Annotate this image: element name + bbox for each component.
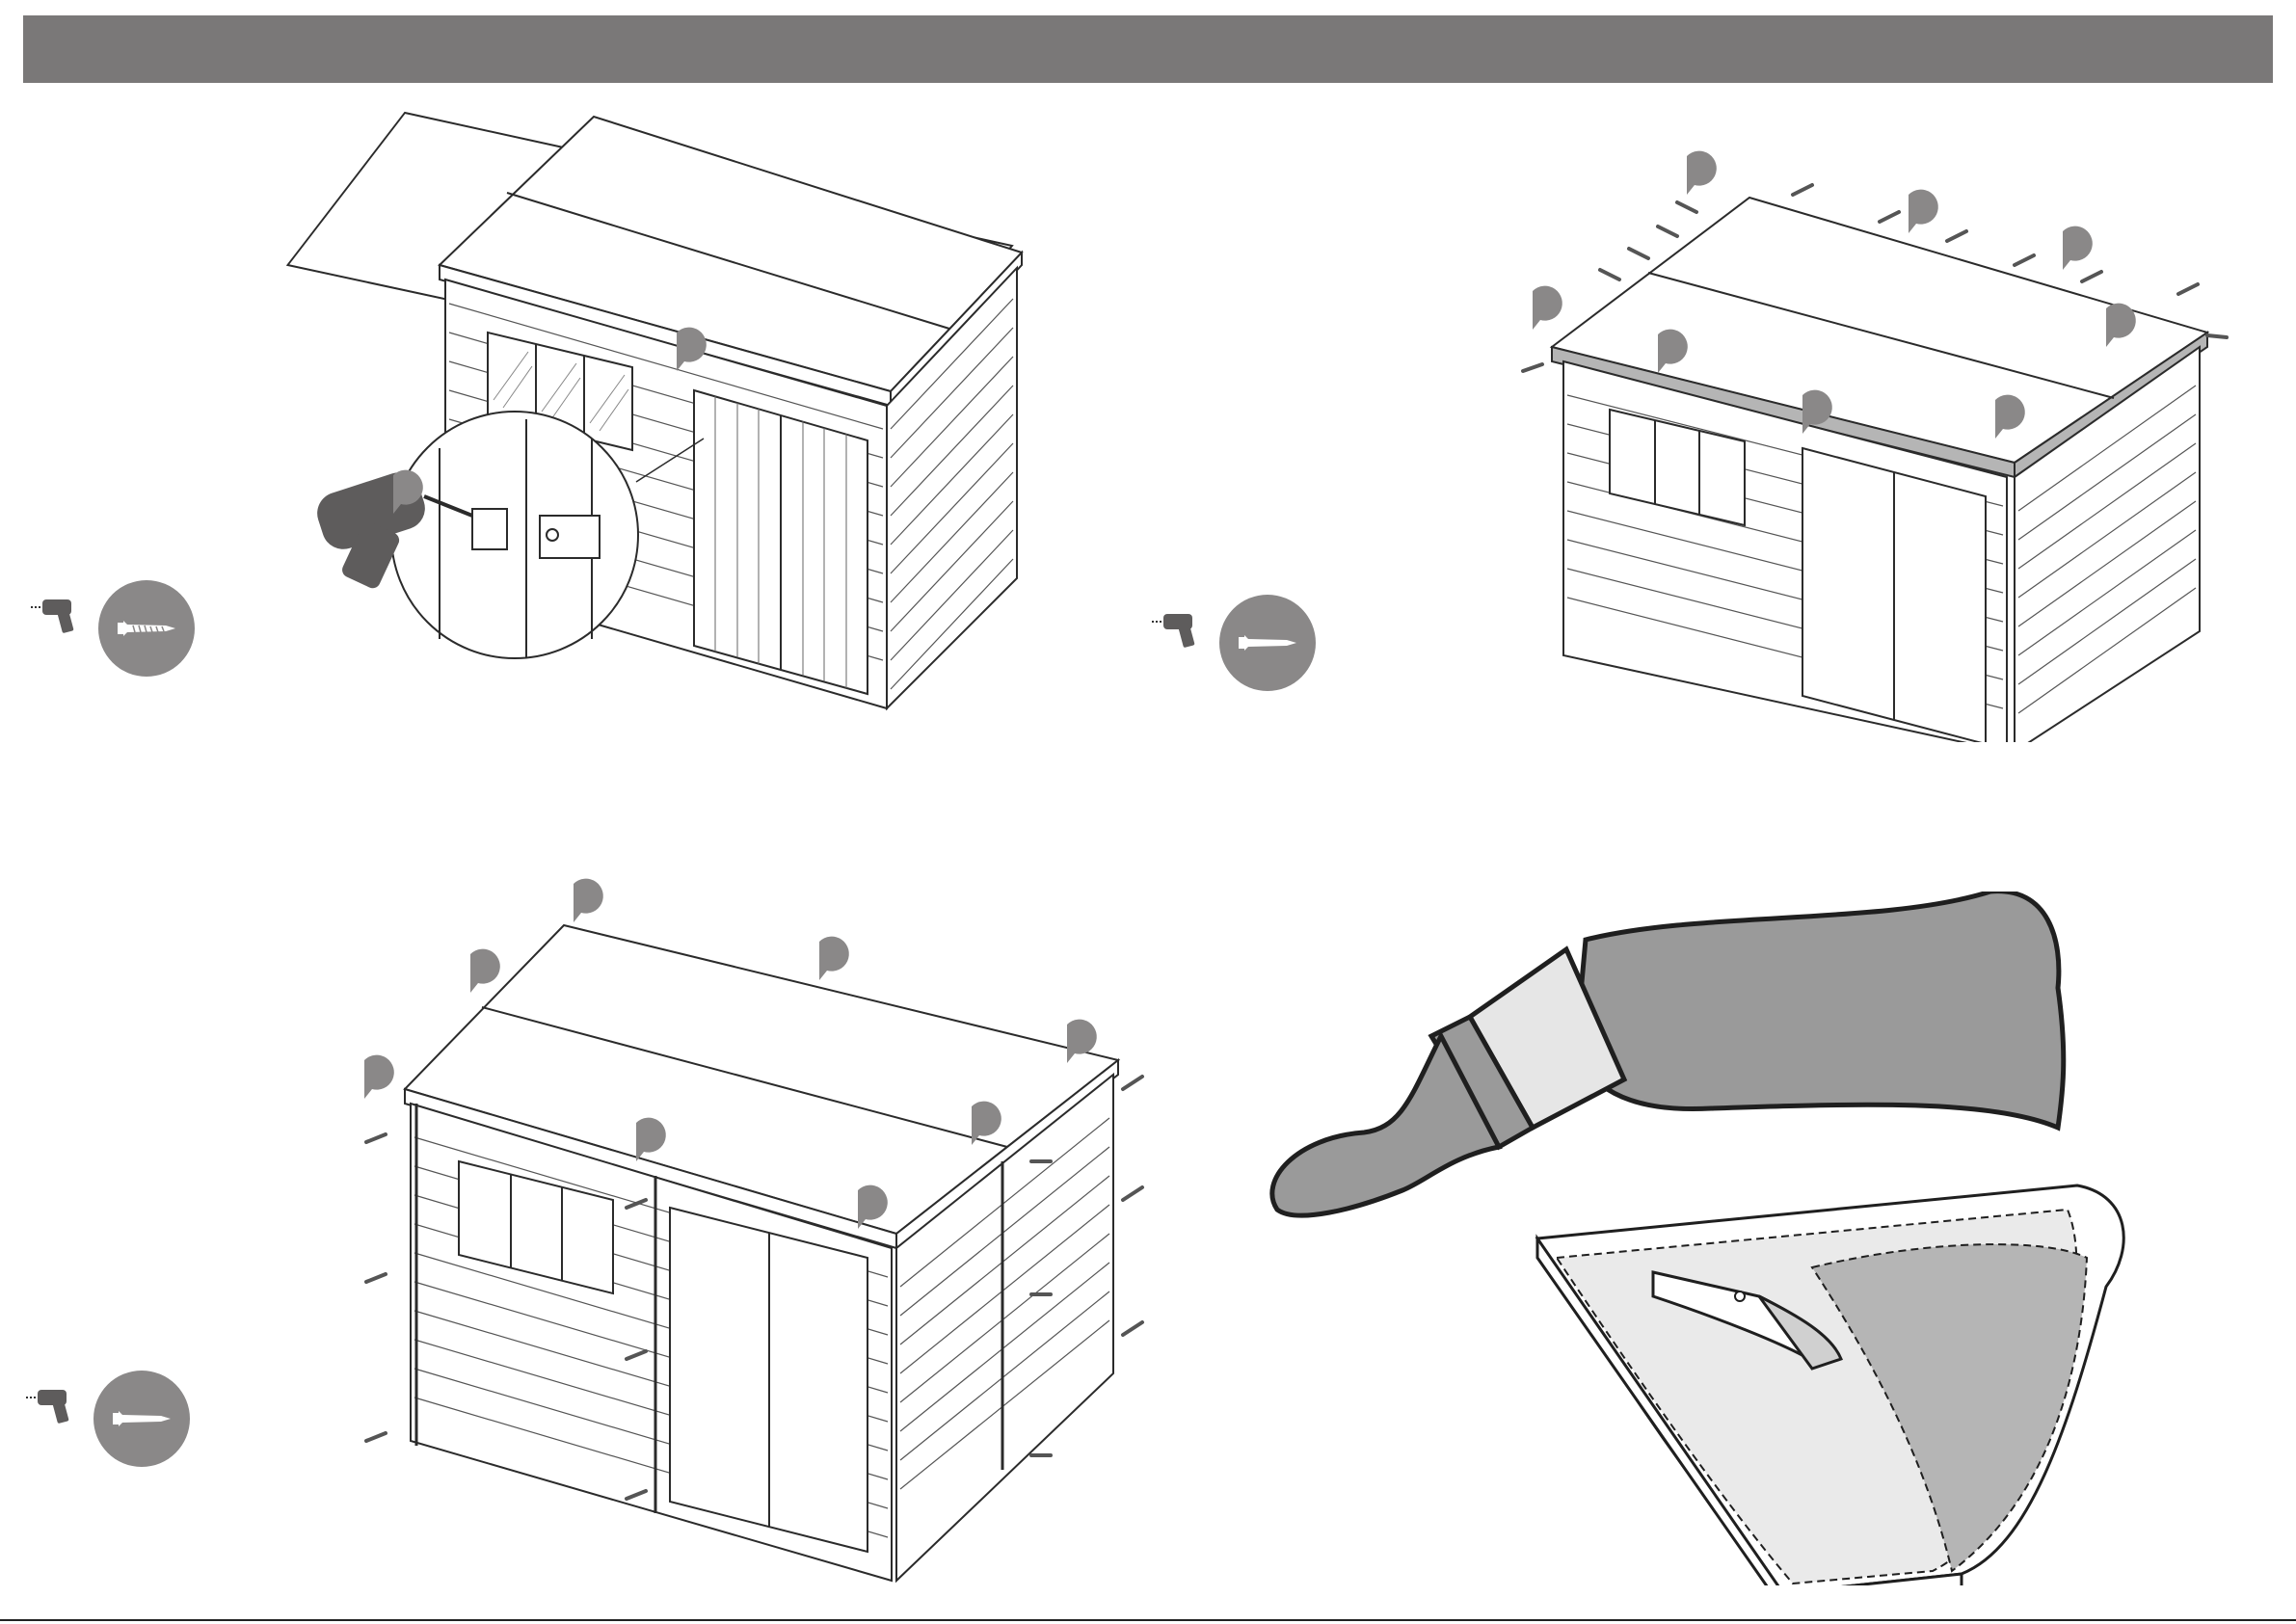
bottom-rule bbox=[0, 1619, 2296, 1621]
marker bbox=[1909, 190, 1938, 233]
marker bbox=[2063, 226, 2093, 270]
step2-shed-illustration bbox=[1513, 145, 2246, 742]
drill-icon bbox=[1150, 602, 1217, 660]
marker bbox=[1687, 151, 1717, 195]
step2-tools bbox=[1150, 593, 1343, 708]
door bbox=[694, 390, 868, 694]
drill-icon bbox=[29, 588, 96, 646]
paint-brush-icon bbox=[1272, 892, 2064, 1215]
header-bar bbox=[23, 15, 2273, 83]
marker bbox=[1533, 286, 1562, 330]
step1-tools bbox=[29, 578, 222, 694]
step4-treatment-illustration bbox=[1258, 892, 2154, 1585]
marker bbox=[470, 949, 500, 993]
drill-icon bbox=[24, 1378, 92, 1436]
door bbox=[1802, 448, 1986, 742]
step3-shed-illustration bbox=[357, 872, 1157, 1585]
marker bbox=[364, 1055, 394, 1099]
screw-icon bbox=[96, 578, 197, 679]
marker bbox=[574, 879, 603, 922]
door bbox=[670, 1208, 868, 1552]
detail-callout-circle bbox=[391, 412, 638, 658]
step3-tools bbox=[24, 1369, 217, 1484]
felt-sheet bbox=[1537, 1185, 2123, 1585]
screw-icon bbox=[1217, 593, 1318, 693]
step1-shed-illustration bbox=[280, 111, 1128, 843]
screw-icon bbox=[92, 1369, 192, 1469]
marker bbox=[819, 937, 849, 980]
